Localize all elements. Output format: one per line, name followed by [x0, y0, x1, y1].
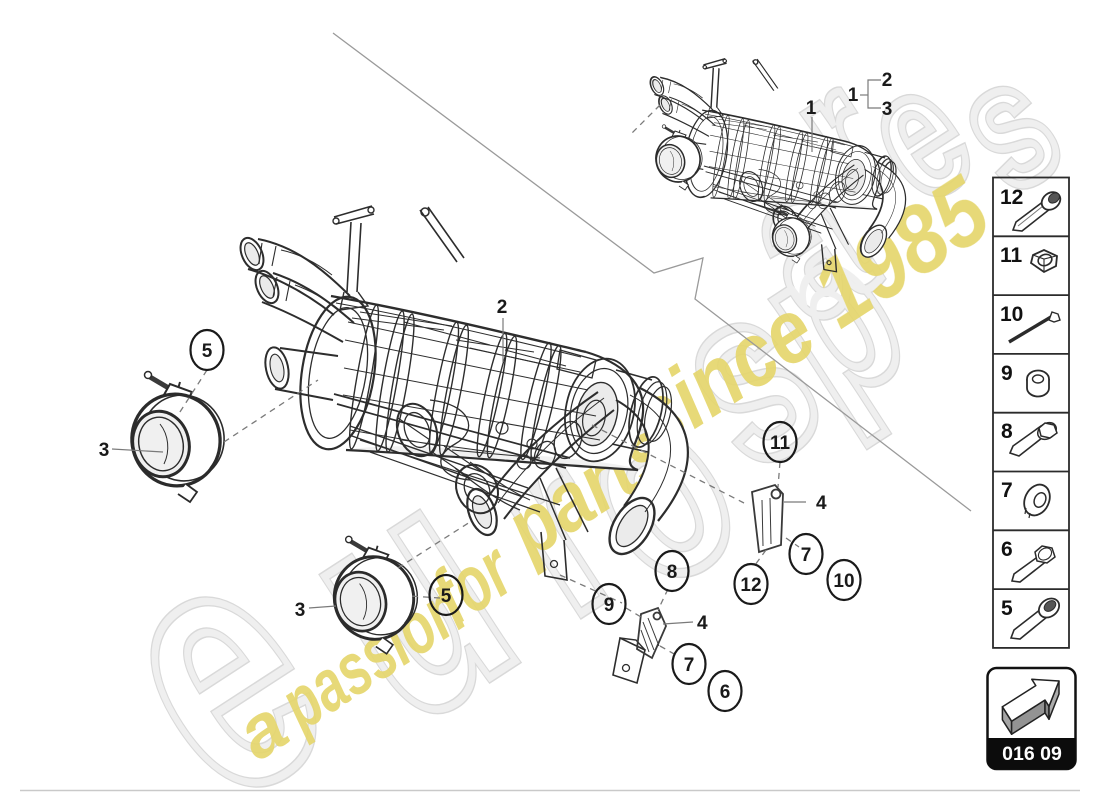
- svg-text:3: 3: [295, 600, 306, 621]
- svg-text:7: 7: [684, 655, 695, 676]
- svg-text:7: 7: [1001, 479, 1013, 502]
- svg-text:11: 11: [770, 433, 791, 454]
- svg-text:3: 3: [882, 99, 893, 120]
- svg-text:6: 6: [1001, 538, 1013, 561]
- svg-text:3: 3: [99, 440, 110, 461]
- svg-text:2: 2: [497, 297, 508, 318]
- svg-text:9: 9: [604, 595, 615, 616]
- svg-text:8: 8: [667, 562, 678, 583]
- svg-text:4: 4: [697, 613, 708, 634]
- svg-text:2: 2: [882, 70, 893, 91]
- svg-text:12: 12: [740, 575, 761, 596]
- svg-text:10: 10: [833, 571, 854, 592]
- svg-text:7: 7: [801, 545, 812, 566]
- svg-text:1: 1: [848, 85, 859, 106]
- svg-text:5: 5: [441, 586, 452, 607]
- svg-text:12: 12: [1000, 186, 1023, 209]
- svg-text:11: 11: [1000, 244, 1023, 267]
- svg-text:4: 4: [816, 493, 827, 514]
- svg-text:10: 10: [1000, 303, 1023, 326]
- svg-text:5: 5: [1001, 597, 1013, 620]
- svg-text:9: 9: [1001, 362, 1013, 385]
- svg-text:1: 1: [806, 98, 817, 119]
- svg-text:016 09: 016 09: [1002, 743, 1062, 765]
- svg-text:8: 8: [1001, 420, 1013, 443]
- svg-text:5: 5: [202, 341, 213, 362]
- svg-text:6: 6: [720, 682, 731, 703]
